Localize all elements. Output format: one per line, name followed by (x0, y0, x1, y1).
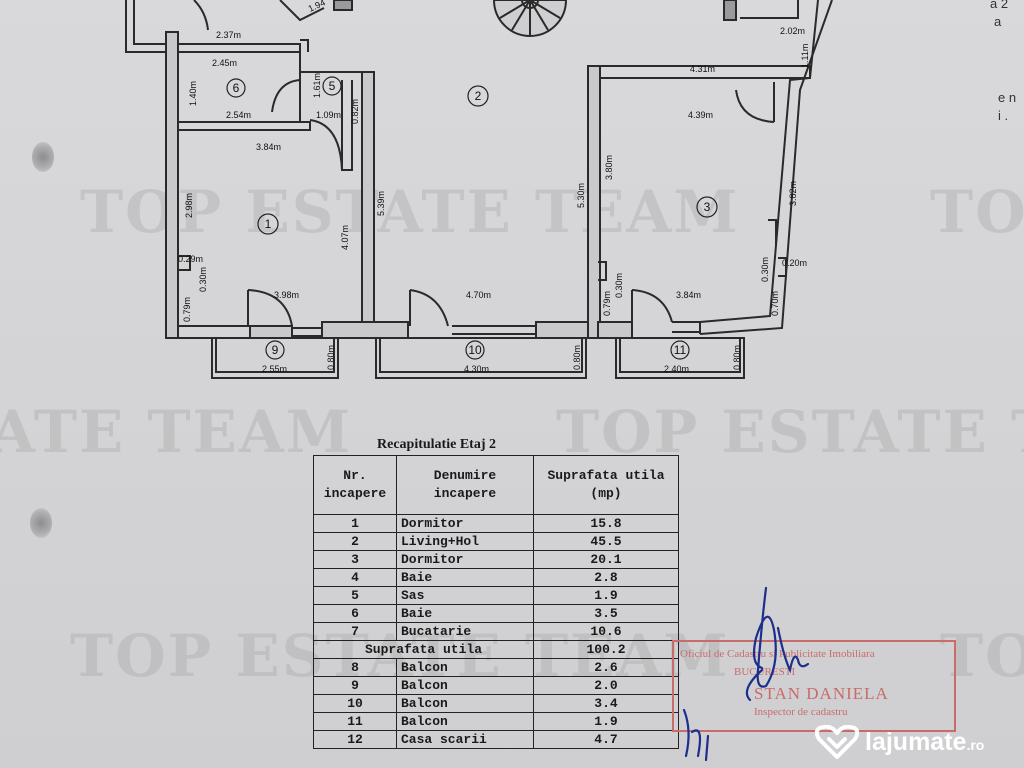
edge-text: a 2 (990, 0, 1009, 11)
watermark-text: TOP ESTATE TEAM (930, 178, 1024, 246)
dimension-label: 0.30m (760, 257, 770, 282)
dimension-label: 4.70m (466, 290, 491, 300)
logo-text: lajumate (865, 727, 967, 756)
dimension-label: 5.30m (576, 183, 586, 208)
watermark-text: TOP ESTATE TEAM (80, 178, 740, 246)
room-number: 6 (233, 81, 240, 95)
dimension-label: 0.82m (350, 99, 360, 124)
table-title: Recapitulatie Etaj 2 (377, 437, 496, 452)
dimension-label: 3.84m (676, 290, 701, 300)
logo-tld: .ro (966, 737, 985, 753)
dimension-label: 5.39m (376, 191, 386, 216)
room-number: 1 (265, 217, 272, 231)
room-number: 9 (272, 343, 279, 357)
dimension-label: 2.37m (216, 30, 241, 40)
dimension-label: 0.80m (572, 345, 582, 370)
watermark-text: ATE TEAM (0, 398, 352, 466)
floor-plan: 6 5 2 1 3 9 10 11 2.37m 1.94 2.45m 1.40m… (125, 0, 833, 379)
dimension-label: 2.98m (184, 193, 194, 218)
dimension-label: 0.30m (614, 273, 624, 298)
dimension-label: 0.70m (770, 291, 780, 316)
punch-hole (30, 508, 52, 538)
punch-hole (32, 142, 54, 172)
dimension-label: 2.55m (262, 364, 287, 374)
dimension-label: 3.98m (274, 290, 299, 300)
room-number: 2 (475, 89, 482, 103)
dimension-label: 1.09m (316, 110, 341, 120)
room-number: 5 (329, 79, 336, 93)
dimension-label: 2.02m (780, 26, 805, 36)
dimension-label: 3.80m (604, 155, 614, 180)
lajumate-logo: lajumate .ro (815, 722, 1015, 762)
dimension-label: 0.30m (198, 267, 208, 292)
room-number: 3 (704, 200, 711, 214)
header-nr: Nr.incapere (313, 455, 397, 515)
dimension-label: 3.82m (788, 181, 798, 206)
stamp-line: BUCURESTI (734, 666, 796, 678)
dimension-label: 4.30m (464, 364, 489, 374)
dimension-label: 3.84m (256, 142, 281, 152)
header-area: Suprafata utila(mp) (533, 455, 679, 515)
handwritten-signature (682, 586, 810, 762)
dimension-label: 1.40m (188, 81, 198, 106)
edge-text: a (994, 14, 1002, 29)
dimension-label: 1.61m (312, 73, 322, 98)
edge-text: i . (998, 108, 1009, 123)
edge-text: e n (998, 90, 1017, 105)
dimension-label: 1.11m (800, 44, 810, 68)
stamp-line: Oficiul de Cadastru si Publicitate Imobi… (680, 648, 875, 660)
stamp-line: Inspector de cadastru (754, 706, 848, 718)
dimension-label: 2.45m (212, 58, 237, 68)
room-number: 11 (674, 343, 687, 357)
dimension-label: 0.20m (782, 258, 807, 268)
watermark-text: TOP ESTATE TEAM (556, 398, 1024, 466)
dimension-label: 4.07m (340, 225, 350, 250)
room-number: 10 (468, 343, 482, 357)
heart-icon (815, 725, 859, 759)
dimension-label: 0.80m (732, 345, 742, 370)
dimension-label: 0.79m (602, 291, 612, 316)
cadastre-stamp: Oficiul de Cadastru si Publicitate Imobi… (672, 640, 956, 732)
dimension-label: 2.40m (664, 364, 689, 374)
dimension-label: 0.80m (326, 345, 336, 370)
room-marker (226, 78, 246, 98)
dimension-label: 4.31m (690, 64, 715, 74)
dimension-label: 4.39m (688, 110, 713, 120)
dimension-label: 0.79m (182, 297, 192, 322)
dimension-label: 2.54m (226, 110, 251, 120)
stamp-line: STAN DANIELA (754, 684, 889, 703)
dimension-label: 0.29m (178, 254, 203, 264)
